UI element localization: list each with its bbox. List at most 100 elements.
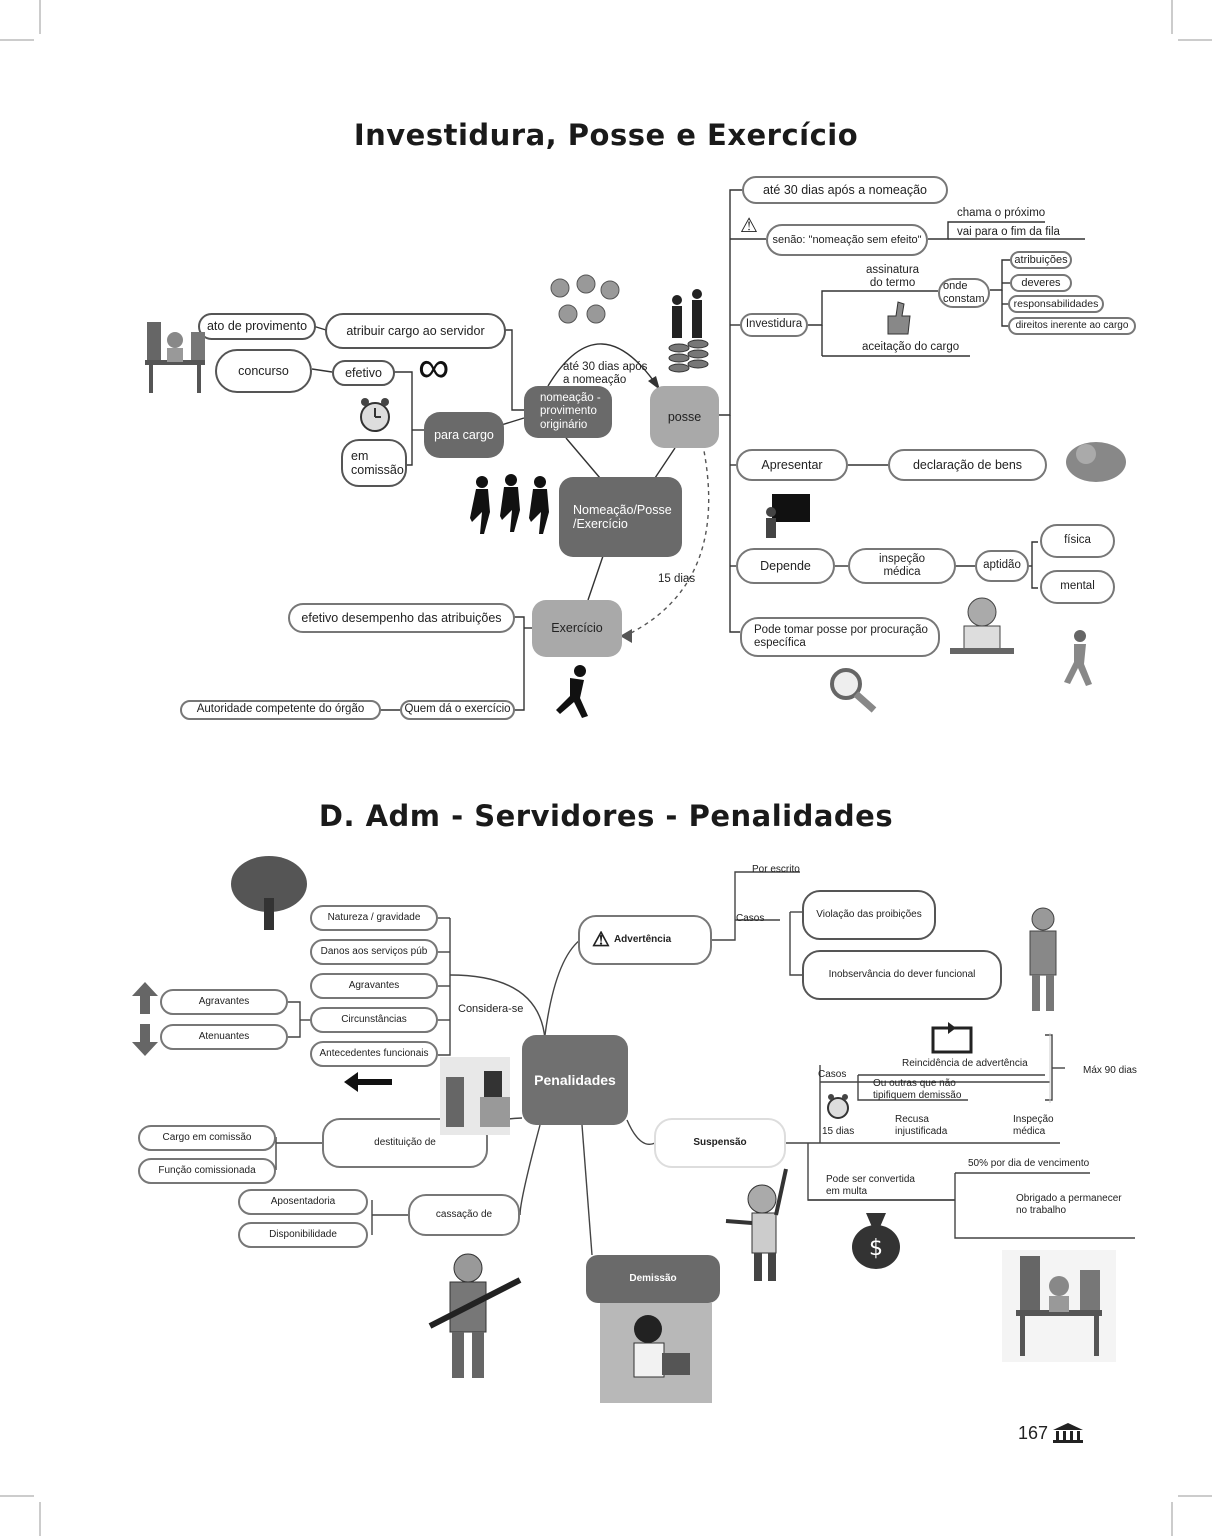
running-kid-icon — [1064, 630, 1092, 686]
alarm-clock-icon-small — [827, 1094, 849, 1119]
tree-icon — [231, 856, 307, 930]
label-15-dias: 15 dias — [658, 573, 696, 585]
label-cinquenta: 50% por dia de vencimento — [968, 1158, 1090, 1169]
advertencia-label: Advertência — [613, 934, 672, 946]
node-nomeacao[interactable]: nomeação - provimento originário — [524, 386, 612, 438]
node-apresentar[interactable]: Apresentar — [736, 449, 848, 481]
node-autoridade[interactable]: Autoridade competente do órgão — [180, 700, 381, 720]
alarm-clock-icon — [360, 398, 390, 432]
node-posse[interactable]: posse — [650, 386, 719, 448]
node-suspensao[interactable]: Suspensão — [654, 1118, 786, 1168]
svg-text:$: $ — [869, 1236, 883, 1261]
desk-person-icon-bottom — [1002, 1250, 1116, 1362]
node-ato-provimento[interactable]: ato de provimento — [198, 313, 316, 340]
label-assinatura-termo: assinatura do termo — [866, 264, 920, 290]
node-depende[interactable]: Depende — [736, 548, 835, 584]
repeat-icon — [931, 1022, 973, 1054]
label-aceitacao-cargo: aceitação do cargo — [862, 341, 960, 353]
label-inspecao-suspensao: Inspeção médica — [1013, 1114, 1054, 1137]
node-demissao[interactable]: Demissão — [586, 1255, 720, 1303]
label-infinity: ∞ — [418, 343, 450, 392]
warning-icon: ⚠ — [740, 215, 758, 237]
node-nomeacao-posse-exercicio[interactable]: Nomeação/Posse /Exercício — [559, 477, 682, 557]
institution-icon — [1053, 1423, 1083, 1443]
node-destituicao[interactable]: destituição de — [322, 1118, 488, 1168]
fired-worker-icon — [600, 1303, 712, 1403]
soldier-salute-icon — [1029, 907, 1057, 1011]
arrow-down-icon — [132, 1024, 158, 1056]
label-obrigado: Obrigado a permanecer no trabalho — [1016, 1193, 1122, 1216]
node-atribuicoes[interactable]: atribuições — [1010, 251, 1072, 269]
label-vai-fim-fila: vai para o fim da fila — [957, 226, 1060, 238]
presenter-board-icon — [766, 494, 810, 538]
node-cassacao[interactable]: cassação de — [408, 1194, 520, 1236]
node-inobservancia[interactable]: Inobservância do dever funcional — [802, 950, 1002, 1000]
node-responsabilidades[interactable]: responsabilidades — [1008, 295, 1104, 313]
node-ate30-nomeacao[interactable]: até 30 dias após a nomeação — [742, 176, 948, 204]
people-puzzle-icon — [550, 274, 620, 324]
label-por-escrito: Por escrito — [752, 864, 800, 875]
node-atribuir-cargo[interactable]: atribuir cargo ao servidor — [325, 313, 506, 349]
node-exercicio[interactable]: Exercício — [532, 600, 622, 657]
label-ou-outras: Ou outras que não tipifiquem demissão — [873, 1078, 962, 1101]
node-agravantes[interactable]: Agravantes — [310, 973, 438, 999]
label-reincidencia: Reincidência de advertência — [902, 1058, 1028, 1069]
node-penalidades[interactable]: Penalidades — [522, 1035, 628, 1125]
label-considera-se: Considera-se — [458, 1003, 524, 1015]
bottom-title: D. Adm - Servidores - Penalidades — [318, 799, 894, 833]
label-recusa: Recusa injustificada — [895, 1114, 948, 1137]
node-cargo-comissao[interactable]: Cargo em comissão — [138, 1125, 276, 1151]
node-onde-constam[interactable]: onde constam — [938, 278, 990, 308]
label-ate30-apos: até 30 dias após a nomeação — [563, 361, 648, 387]
node-efetivo-desempenho[interactable]: efetivo desempenho das atribuições — [288, 603, 515, 633]
soldier-rifle-icon — [428, 1253, 522, 1378]
node-circunstancias[interactable]: Circunstâncias — [310, 1007, 438, 1033]
warning-icon: ⚠ — [592, 928, 610, 951]
doctor-icon — [950, 597, 1014, 654]
money-bag-icon: $ — [852, 1213, 900, 1269]
label-chama-proximo: chama o próximo — [957, 207, 1046, 219]
node-inspecao-medica[interactable]: inspeção médica — [848, 548, 956, 584]
office-people-icon — [440, 1057, 510, 1135]
label-max-90-dias: Máx 90 dias — [1083, 1065, 1137, 1076]
node-quem-da-exercicio[interactable]: Quem dá o exercício — [400, 700, 515, 720]
thumbs-up-icon — [887, 301, 911, 335]
jumping-people-icon — [470, 474, 549, 534]
node-aptidao[interactable]: aptidão — [975, 550, 1029, 582]
label-pode-convertida: Pode ser convertida em multa — [826, 1174, 915, 1197]
node-fisica[interactable]: física — [1040, 524, 1115, 558]
businessmen-coins-icon — [668, 289, 709, 373]
page-number: 167 — [1018, 1423, 1049, 1443]
node-violacao[interactable]: Violação das proibições — [802, 890, 936, 940]
node-danos[interactable]: Danos aos serviços púb — [310, 939, 438, 965]
node-mental[interactable]: mental — [1040, 570, 1115, 604]
desk-person-icon — [145, 322, 205, 393]
node-atenuantes[interactable]: Atenuantes — [160, 1024, 288, 1050]
node-disponibilidade[interactable]: Disponibilidade — [238, 1222, 368, 1248]
top-title: Investidura, Posse e Exercício — [353, 118, 859, 152]
magnifier-icon — [830, 668, 877, 713]
node-concurso[interactable]: concurso — [215, 349, 312, 393]
node-advertencia[interactable]: ⚠ Advertência — [578, 915, 712, 965]
label-15-dias-suspensao: 15 dias — [822, 1126, 855, 1137]
node-antecedentes[interactable]: Antecedentes funcionais — [310, 1041, 438, 1067]
node-funcao-comissionada[interactable]: Função comissionada — [138, 1158, 276, 1184]
node-declaracao-bens[interactable]: declaração de bens — [888, 449, 1047, 481]
node-direitos[interactable]: direitos inerente ao cargo — [1008, 317, 1136, 335]
node-deveres[interactable]: deveres — [1010, 274, 1072, 292]
node-procuracao[interactable]: Pode tomar posse por procuração específi… — [740, 617, 940, 657]
node-para-cargo[interactable]: para cargo — [424, 412, 504, 458]
node-aposentadoria[interactable]: Aposentadoria — [238, 1189, 368, 1215]
running-man-icon — [556, 665, 588, 718]
node-senao[interactable]: senão: "nomeação sem efeito" — [766, 224, 928, 256]
angry-pointing-man-icon — [725, 1168, 788, 1281]
label-casos-suspensao: Casos — [818, 1069, 847, 1080]
arrow-up-icon — [132, 982, 158, 1014]
node-agravantes-left[interactable]: Agravantes — [160, 989, 288, 1015]
node-investidura[interactable]: Investidura — [740, 313, 808, 337]
node-em-comissao[interactable]: em comissão — [341, 439, 407, 487]
node-efetivo[interactable]: efetivo — [332, 360, 395, 386]
node-natureza[interactable]: Natureza / gravidade — [310, 905, 438, 931]
